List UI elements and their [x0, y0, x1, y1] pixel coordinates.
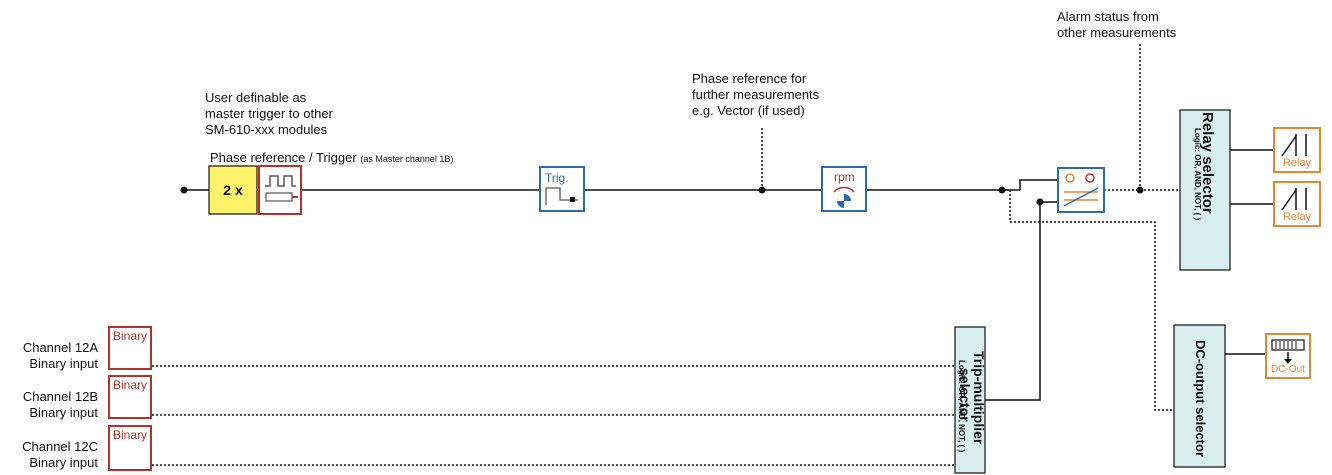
binary-label-12b: Binary — [112, 378, 147, 392]
trip-to-alarm — [985, 201, 1058, 401]
phase-ref-node — [758, 186, 766, 194]
relay-selector-box — [1179, 109, 1231, 271]
binary-label-12a: Binary — [112, 329, 147, 343]
phase-reference-trigger-note: (as Master channel 1B) — [360, 154, 454, 164]
input-12b-type: Binary input — [29, 405, 98, 420]
input-12b-channel: Channel 12B — [22, 389, 98, 404]
binary-input-12b[interactable]: Binary — [108, 375, 152, 419]
multiplier-box — [208, 165, 258, 215]
relay-output-label-1: Relay — [1282, 157, 1312, 169]
trip-selector-title-line1: Trip-multiplier — [971, 351, 987, 445]
dc-selector-box — [1173, 324, 1226, 468]
sensor-icon — [258, 165, 302, 215]
binary-label-12c: Binary — [112, 428, 147, 442]
input-12a-type: Binary input — [29, 356, 98, 371]
input-12a-channel: Channel 12A — [22, 340, 98, 355]
relay-icon-1 — [1273, 127, 1321, 173]
trigger-icon-label: Trig. — [545, 171, 569, 185]
relay-icon-2 — [1273, 181, 1321, 227]
binary-input-12c[interactable]: Binary — [108, 425, 152, 471]
trigger-icon — [539, 166, 585, 212]
branch-to-dc-dotted — [1002, 189, 1174, 411]
annotation-master-trigger: User definable as master trigger to othe… — [205, 90, 333, 137]
input-node — [180, 186, 188, 194]
trip-selector-logic: Logic: OR, AND, NOT, ( ) — [957, 360, 966, 453]
rpm-icon-label: rpm — [834, 170, 855, 184]
phase-reference-trigger-text: Phase reference / Trigger — [210, 150, 357, 165]
trigger-dot-icon — [570, 197, 575, 202]
trigger-graph-icon — [545, 187, 578, 205]
binary-input-12a[interactable]: Binary — [108, 326, 152, 370]
annotation-alarm-status: Alarm status from other measurements — [1057, 9, 1177, 40]
dc-selector-title: DC-output selector — [1193, 340, 1208, 457]
main-to-alarm — [1019, 179, 1058, 190]
relay-output-label-2: Relay — [1282, 211, 1312, 223]
sensor-wave-icon — [265, 175, 296, 187]
annotation-phase-reference-further: Phase reference for further measurements… — [692, 71, 820, 118]
sensor-body-icon — [265, 192, 293, 202]
input-12c-type: Binary input — [29, 455, 98, 470]
dc-out-label: DC-Out — [1271, 364, 1305, 375]
relay-selector-logic: Logic: OR, AND, NOT, ( ) — [1193, 128, 1202, 221]
annotation-phase-reference-trigger: Phase reference / Trigger (as Master cha… — [210, 150, 453, 167]
trip-selector-box — [954, 326, 986, 474]
multiplier-label: 2 x — [223, 182, 243, 198]
trip-node — [1036, 198, 1044, 206]
input-12c-channel: Channel 12C — [22, 439, 98, 454]
